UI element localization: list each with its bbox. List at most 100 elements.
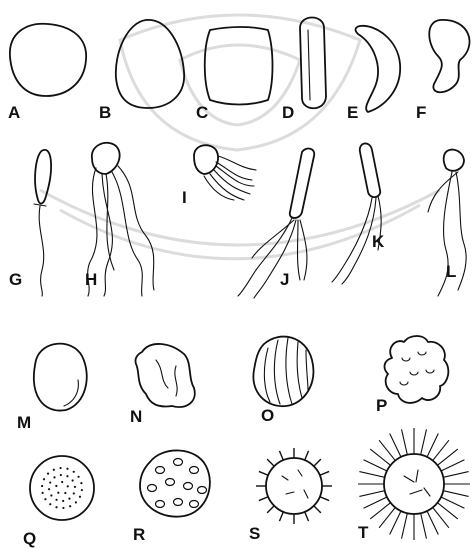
radiate-spine (421, 513, 427, 538)
pit-dot (73, 471, 75, 473)
pit-dot (53, 469, 55, 471)
label-b: B (99, 104, 111, 121)
pit-dot (77, 476, 79, 478)
label-n: N (130, 408, 142, 425)
label-r: R (133, 526, 145, 543)
shape-h-lophotrichous-cell (88, 143, 154, 296)
pit-dot (72, 479, 74, 481)
shape-g-monotrichous-cell (34, 150, 51, 296)
pit-dot (74, 486, 76, 488)
label-h: H (85, 271, 97, 288)
spine (279, 451, 283, 460)
radiate-spine (421, 429, 427, 454)
label-i: I (182, 189, 187, 206)
shape-r-warty-spore (140, 450, 210, 516)
wart (198, 487, 207, 494)
label-q: Q (23, 530, 36, 547)
watermark-seal (40, 15, 440, 259)
shape-t-radiate-spore (358, 428, 470, 540)
shape-p-bumpy-spore (385, 336, 449, 403)
radiate-spine (443, 472, 468, 478)
shape-j-polar-tuft-rod-cell (238, 149, 314, 298)
radiate-spine (364, 460, 387, 471)
pit-dot (81, 489, 83, 491)
pit-dot (67, 485, 69, 487)
spine (320, 497, 329, 501)
label-e: E (347, 104, 358, 121)
shape-n-wrinkled-cell (135, 344, 194, 407)
pit-dot (57, 492, 59, 494)
pit-dot (62, 500, 64, 502)
wart (184, 483, 193, 490)
shape-f-comma-cell (429, 20, 469, 92)
radiate-spine (441, 497, 464, 508)
radiate-spine (427, 511, 438, 534)
pit-dot (48, 488, 50, 490)
shape-o-ridged-oval (253, 337, 313, 407)
spine (305, 451, 309, 460)
shape-q-pitted-spore (30, 456, 94, 520)
radiate-spine (364, 497, 387, 508)
label-g: G (9, 271, 22, 288)
pit-dot (55, 485, 57, 487)
pit-dot (60, 474, 62, 476)
pit-dot (41, 485, 43, 487)
label-t: T (358, 524, 368, 541)
label-k: K (372, 233, 384, 250)
pit-dot (66, 468, 68, 470)
spine (267, 506, 274, 513)
label-f: F (416, 104, 426, 121)
label-a: A (8, 104, 20, 121)
label-d: D (282, 104, 294, 121)
label-p: P (376, 397, 387, 414)
label-s: S (249, 525, 260, 542)
pit-dot (69, 505, 71, 507)
wart (174, 459, 183, 466)
spine (320, 471, 329, 475)
radiate-spine (359, 472, 384, 478)
pit-dot (79, 496, 81, 498)
radiate-spine (427, 434, 438, 457)
spine (305, 512, 309, 521)
shape-s-spiny-spore (256, 448, 332, 524)
label-o: O (261, 407, 274, 424)
spine (314, 459, 321, 466)
shape-m-smooth-oval (34, 344, 87, 411)
pit-dot (59, 467, 61, 469)
radiate-spine (443, 491, 468, 497)
radiate-spine (441, 460, 464, 471)
pit-dot (55, 499, 57, 501)
wart (148, 485, 157, 492)
pit-dot (49, 481, 51, 483)
spine (259, 497, 268, 501)
wart (190, 467, 199, 474)
shape-d-rod-cell (300, 18, 326, 109)
wart (166, 479, 175, 486)
wart (190, 501, 199, 508)
radiate-spine (359, 491, 384, 497)
shape-k-bipolar-rod-cell (332, 143, 381, 284)
shape-a-round-cell (10, 24, 86, 96)
pit-dot (55, 506, 57, 508)
pit-dot (44, 498, 46, 500)
pit-dot (43, 478, 45, 480)
shape-c-barrel-cell (205, 27, 273, 105)
pit-dot (50, 494, 52, 496)
spine (314, 506, 321, 513)
pit-dot (73, 492, 75, 494)
spine (259, 471, 268, 475)
label-c: C (196, 104, 208, 121)
pit-dot (42, 492, 44, 494)
spine (267, 459, 274, 466)
wart (156, 467, 165, 474)
pit-dot (66, 475, 68, 477)
pit-dot (47, 473, 49, 475)
radiate-spine (390, 511, 401, 534)
pit-dot (61, 481, 63, 483)
wart (156, 501, 165, 508)
radiate-spine (390, 434, 401, 457)
pit-dot (75, 501, 77, 503)
pit-dot (80, 482, 82, 484)
spine (279, 512, 283, 521)
